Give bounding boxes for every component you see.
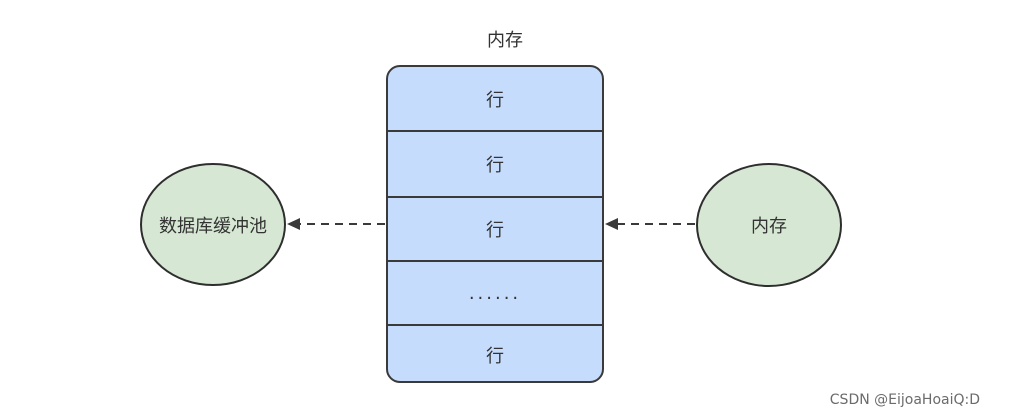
- memory-row: 行: [388, 132, 602, 196]
- memory-row: 行: [388, 67, 602, 131]
- buffer-pool-label: 数据库缓冲池: [159, 215, 267, 237]
- row-divider: [388, 324, 602, 326]
- memory-row-ellipsis: ......: [388, 262, 602, 324]
- memory-block-title: 内存: [487, 30, 523, 51]
- memory-row-label: ......: [468, 282, 522, 304]
- memory-row-label: 行: [486, 155, 504, 176]
- memory-row-label: 行: [486, 220, 504, 241]
- arrowhead-icon: [287, 218, 300, 230]
- row-divider: [388, 260, 602, 262]
- memory-node-label: 内存: [751, 216, 787, 237]
- memory-row-label: 行: [486, 90, 504, 111]
- arrowhead-icon: [605, 218, 618, 230]
- memory-node: 内存: [696, 163, 842, 287]
- watermark: CSDN @EijoaHoaiQ:D: [829, 392, 980, 408]
- memory-row: 行: [388, 326, 602, 381]
- row-divider: [388, 196, 602, 198]
- memory-row: 行: [388, 198, 602, 260]
- row-divider: [388, 130, 602, 132]
- memory-block: 行 行 行 ...... 行: [386, 65, 604, 383]
- buffer-pool-node: 数据库缓冲池: [140, 163, 286, 286]
- memory-row-label: 行: [486, 345, 504, 367]
